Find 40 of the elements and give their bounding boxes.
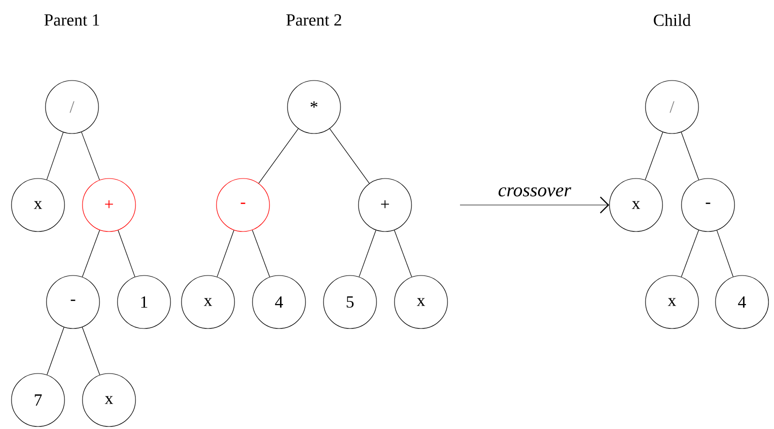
tree-node: x — [181, 275, 235, 329]
connector — [81, 132, 100, 180]
tree-node: + — [82, 178, 136, 232]
tree-title: Child — [654, 14, 691, 26]
connector — [681, 230, 699, 278]
connector — [680, 132, 700, 180]
tree-node: - — [681, 178, 735, 232]
tree-node: 4 — [252, 275, 306, 329]
tree-node: / — [45, 80, 99, 134]
tree-node: 4 — [715, 275, 769, 329]
tree-node: / — [645, 80, 699, 134]
connector — [358, 230, 376, 278]
tree-node: x — [609, 178, 663, 232]
tree-node: - — [46, 275, 100, 329]
tree-node: 1 — [117, 275, 171, 329]
tree-node: x — [394, 275, 448, 329]
tree-node: + — [358, 178, 412, 232]
tree-title: Parent 1 — [44, 14, 100, 26]
connector — [82, 326, 100, 376]
connector — [118, 230, 136, 278]
connector — [258, 128, 299, 184]
connector — [252, 230, 270, 278]
connector — [644, 132, 664, 180]
connector — [82, 230, 100, 278]
connector — [460, 196, 610, 214]
tree-node: x — [11, 178, 65, 232]
tree-title: Parent 2 — [286, 14, 342, 26]
tree-node: 7 — [11, 373, 65, 427]
tree-node: x — [645, 275, 699, 329]
connector — [716, 230, 734, 278]
tree-node: x — [82, 373, 136, 427]
tree-node: 5 — [323, 275, 377, 329]
connector — [216, 230, 234, 278]
connector — [394, 230, 412, 278]
connector — [329, 128, 370, 184]
connector — [46, 132, 64, 180]
tree-node: - — [216, 178, 270, 232]
connector — [46, 326, 64, 376]
edge-label: crossover — [498, 187, 572, 196]
tree-node: * — [287, 80, 341, 134]
